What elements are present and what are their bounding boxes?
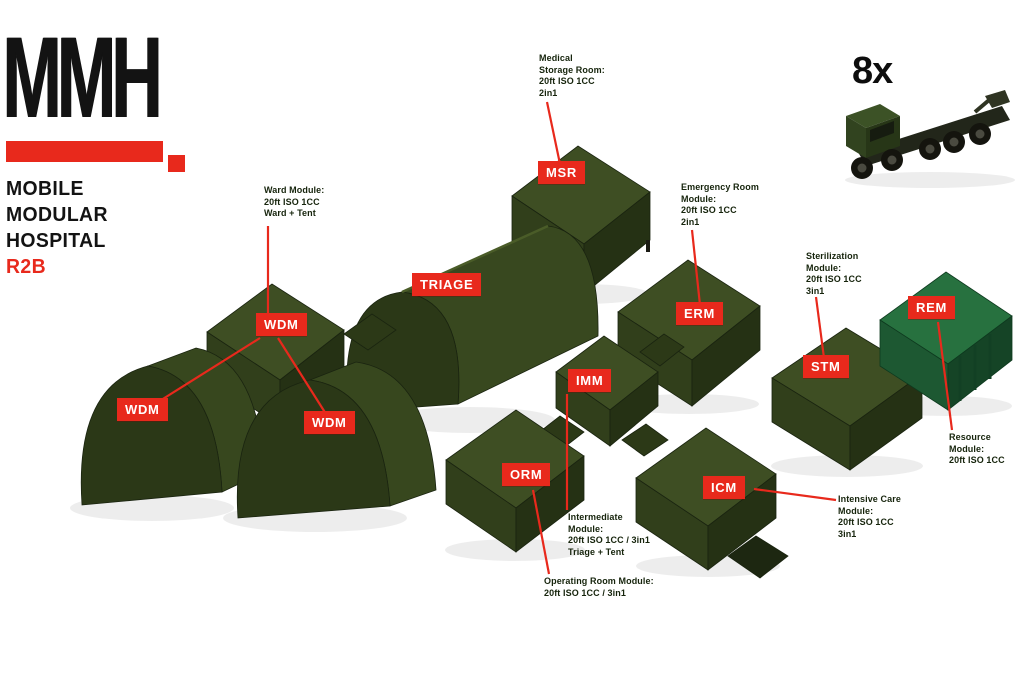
mmh-logo: MMH <box>2 14 162 142</box>
leader-line-icm <box>753 487 837 502</box>
badge-stm: STM <box>803 355 849 378</box>
logo-red-square <box>168 155 185 172</box>
badge-triage: TRIAGE <box>412 273 482 296</box>
title-line-mobile: MOBILE <box>6 178 84 200</box>
annotation-intensive-care-module: Intensive Care Module: 20ft ISO 1CC 3in1 <box>838 494 901 540</box>
leader-lines <box>157 101 954 575</box>
annotation-intermediate-module: Intermediate Module: 20ft ISO 1CC / 3in1… <box>568 512 650 558</box>
annotation-emergency-room-module: Emergency Room Module: 20ft ISO 1CC 2in1 <box>681 182 759 228</box>
wdm-tent-left-shape <box>80 347 265 506</box>
badge-erm: ERM <box>676 302 723 325</box>
annotation-medical-storage-room: Medical Storage Room: 20ft ISO 1CC 2in1 <box>539 53 605 99</box>
badge-orm: ORM <box>502 463 551 486</box>
truck-count-label: 8x <box>852 50 893 92</box>
annotation-operating-room-module: Operating Room Module: 20ft ISO 1CC / 3i… <box>544 576 654 598</box>
leader-line-orm <box>531 489 551 575</box>
title-line-hospital: HOSPITAL <box>6 230 106 252</box>
badge-wdm-1: WDM <box>256 313 307 336</box>
annotation-ward-module: Ward Module: 20ft ISO 1CC Ward + Tent <box>264 185 325 219</box>
logo-red-bar <box>6 141 163 162</box>
leader-line-msr <box>545 101 562 165</box>
badge-rem: REM <box>908 296 955 319</box>
truck-illustration <box>846 90 1010 179</box>
badge-wdm-2: WDM <box>117 398 168 421</box>
leader-line-wdm-left <box>157 337 261 403</box>
leader-line-stm <box>814 296 826 359</box>
leader-line-wdm-right <box>277 337 327 415</box>
badge-msr: MSR <box>538 161 585 184</box>
annotation-sterilization-module: Sterilization Module: 20ft ISO 1CC 3in1 <box>806 251 862 297</box>
leader-line-erm <box>690 229 702 306</box>
leader-line-rem <box>936 321 954 431</box>
annotation-resource-module: Resource Module: 20ft ISO 1CC <box>949 432 1005 466</box>
badge-icm: ICM <box>703 476 745 499</box>
variant-label: R2B <box>6 256 46 278</box>
icm-module-shape <box>635 427 789 579</box>
badge-imm: IMM <box>568 369 612 392</box>
badge-wdm-3: WDM <box>304 411 355 434</box>
title-line-modular: MODULAR <box>6 204 108 226</box>
page-title: MOBILE MODULAR HOSPITAL R2B <box>6 176 111 280</box>
